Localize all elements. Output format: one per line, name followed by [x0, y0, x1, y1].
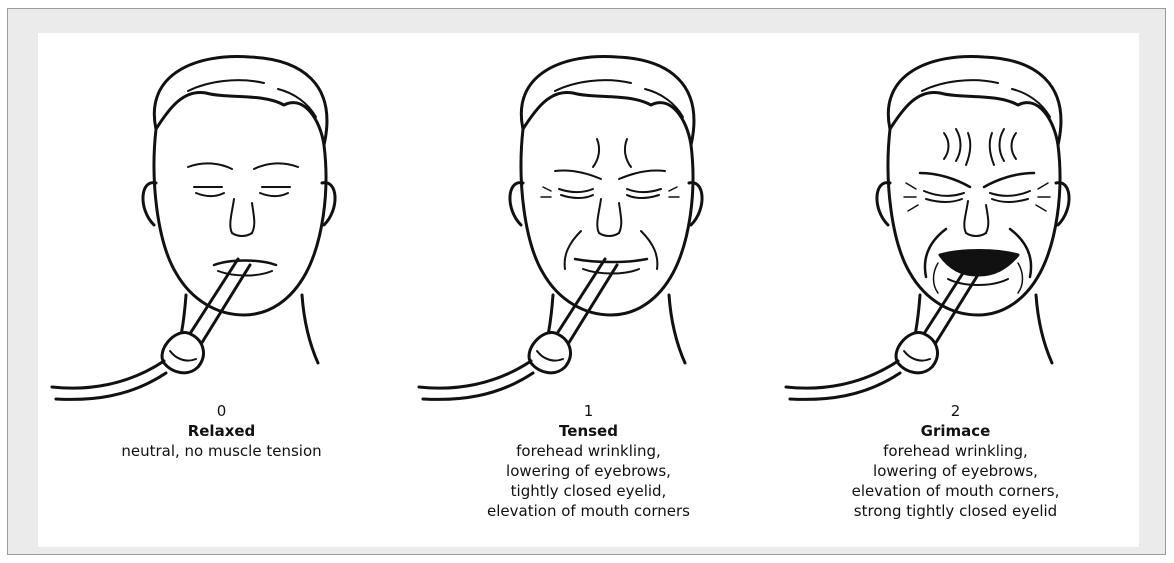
grimace-face-illustration	[772, 33, 1139, 401]
tensed-face-illustration	[405, 33, 772, 401]
figure-frame: 0 Relaxed neutral, no muscle tension	[7, 8, 1166, 555]
tensed-title: Tensed	[405, 421, 772, 441]
tensed-description-line: tightly closed eyelid,	[405, 481, 772, 501]
relaxed-face-illustration	[38, 33, 405, 401]
grimace-description-line: strong tightly closed eyelid	[772, 501, 1139, 521]
face-panel-grimace: 2 Grimace forehead wrinkling, lowering o…	[772, 33, 1139, 547]
relaxed-caption: 0 Relaxed neutral, no muscle tension	[38, 401, 405, 461]
figure-panel-area: 0 Relaxed neutral, no muscle tension	[38, 33, 1139, 547]
grimace-description-line: lowering of eyebrows,	[772, 461, 1139, 481]
tensed-description-line: forehead wrinkling,	[405, 441, 772, 461]
grimace-caption: 2 Grimace forehead wrinkling, lowering o…	[772, 401, 1139, 521]
tensed-description-line: elevation of mouth corners	[405, 501, 772, 521]
tensed-score: 1	[405, 401, 772, 421]
tensed-description-line: lowering of eyebrows,	[405, 461, 772, 481]
grimace-description-line: forehead wrinkling,	[772, 441, 1139, 461]
relaxed-score: 0	[38, 401, 405, 421]
grimace-title: Grimace	[772, 421, 1139, 441]
relaxed-title: Relaxed	[38, 421, 405, 441]
grimace-description-line: elevation of mouth corners,	[772, 481, 1139, 501]
grimace-score: 2	[772, 401, 1139, 421]
relaxed-description-line: neutral, no muscle tension	[38, 441, 405, 461]
tensed-caption: 1 Tensed forehead wrinkling, lowering of…	[405, 401, 772, 521]
face-panel-tensed: 1 Tensed forehead wrinkling, lowering of…	[405, 33, 772, 547]
face-panel-relaxed: 0 Relaxed neutral, no muscle tension	[38, 33, 405, 547]
